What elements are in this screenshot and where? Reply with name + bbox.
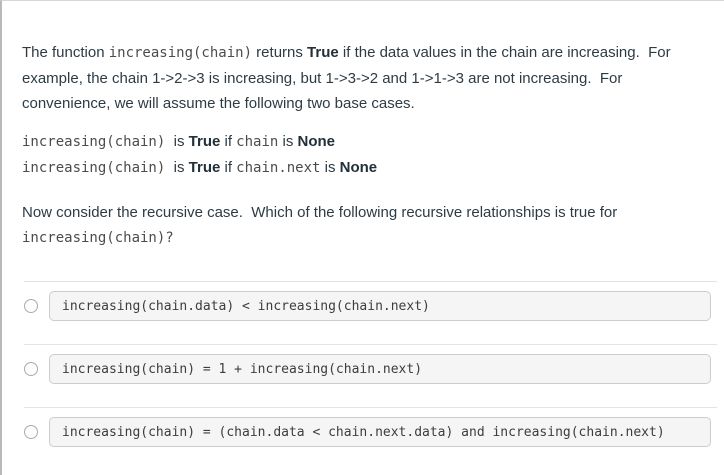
option-divider — [24, 407, 717, 408]
text-segment-bold: True — [188, 159, 221, 176]
radio-button[interactable] — [24, 362, 38, 376]
text-segment-text: if the data values in the chain are incr… — [22, 44, 675, 112]
base-case-line-1: increasing(chain) is True if chain is No… — [22, 129, 717, 155]
answer-option-3: increasing(chain) = (chain.data < chain.… — [22, 407, 717, 447]
text-segment-text: is — [165, 133, 189, 150]
option-row: increasing(chain) = 1 + increasing(chain… — [24, 354, 717, 384]
text-segment-bold: True — [188, 133, 221, 150]
base-case-line-2: increasing(chain) is True if chain.next … — [22, 155, 717, 181]
answer-code: increasing(chain.data) < increasing(chai… — [62, 298, 430, 314]
option-row: increasing(chain) = (chain.data < chain.… — [24, 417, 717, 447]
answer-option-1: increasing(chain.data) < increasing(chai… — [22, 281, 717, 321]
text-segment-bold: None — [297, 133, 336, 150]
question-prompt-paragraph: Now consider the recursive case. Which o… — [22, 200, 714, 251]
text-segment-code: increasing(chain)? — [22, 230, 174, 246]
option-divider — [24, 281, 717, 282]
answer-code: increasing(chain) = (chain.data < chain.… — [62, 424, 665, 440]
text-segment-text: returns — [252, 44, 308, 61]
text-segment-text: is — [278, 133, 298, 150]
question-intro-paragraph: The function increasing(chain) returns T… — [22, 40, 714, 116]
text-segment-text: if — [220, 133, 237, 150]
answer-code-box[interactable]: increasing(chain.data) < increasing(chai… — [49, 291, 711, 321]
base-cases-block: increasing(chain) is True if chain is No… — [22, 129, 717, 181]
text-segment-code: chain — [236, 134, 279, 150]
answer-option-2: increasing(chain) = 1 + increasing(chain… — [22, 344, 717, 384]
answer-code-box[interactable]: increasing(chain) = 1 + increasing(chain… — [49, 354, 711, 384]
option-divider — [24, 344, 717, 345]
option-row: increasing(chain.data) < increasing(chai… — [24, 291, 717, 321]
text-segment-text: is — [165, 159, 189, 176]
text-segment-code: increasing(chain) — [22, 134, 166, 150]
text-segment-code: increasing(chain) — [22, 160, 166, 176]
text-segment-code: increasing(chain) — [108, 45, 253, 61]
question-content: The function increasing(chain) returns T… — [2, 40, 724, 447]
text-segment-bold: None — [339, 159, 378, 176]
answer-code: increasing(chain) = 1 + increasing(chain… — [62, 361, 423, 377]
answer-code-box[interactable]: increasing(chain) = (chain.data < chain.… — [49, 417, 711, 447]
text-segment-text: The function — [22, 44, 109, 61]
text-segment-text: is — [320, 159, 340, 176]
answer-options-list: increasing(chain.data) < increasing(chai… — [22, 281, 717, 447]
text-segment-bold: True — [307, 44, 339, 61]
radio-button[interactable] — [24, 299, 38, 313]
radio-button[interactable] — [24, 425, 38, 439]
text-segment-text: if — [220, 159, 237, 176]
text-segment-code: chain.next — [236, 160, 321, 176]
text-segment-text: Now consider the recursive case. Which o… — [22, 204, 622, 221]
